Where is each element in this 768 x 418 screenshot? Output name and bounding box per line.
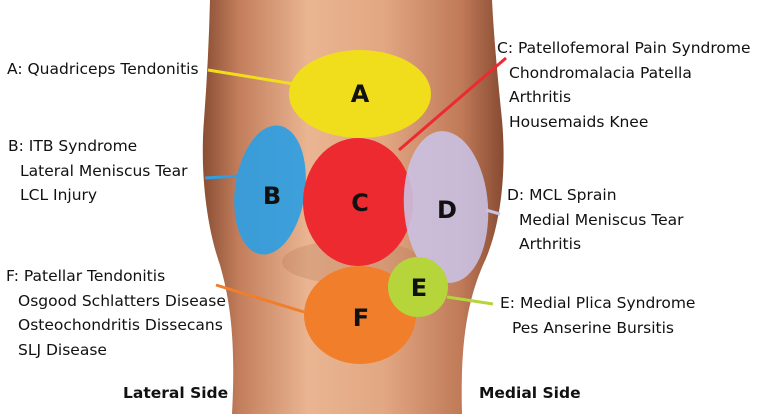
leader-lines xyxy=(204,56,507,314)
zone-b-condition: Lateral Meniscus Tear xyxy=(20,161,188,180)
leader-line-d xyxy=(485,208,501,216)
zone-f-condition: Osteochondritis Dissecans xyxy=(18,316,223,334)
leader-line-a xyxy=(207,68,295,86)
zone-c-condition: Arthritis xyxy=(509,88,572,106)
zone-b-condition: LCL Injury xyxy=(20,186,98,204)
zone-b-shape xyxy=(234,125,306,255)
zone-letters: A B C D F E xyxy=(263,80,457,332)
leader-line-b xyxy=(204,174,239,180)
zone-shapes xyxy=(234,50,489,364)
leader-line-e xyxy=(446,295,494,306)
zone-c-letter: C xyxy=(351,189,369,217)
medial-side-label: Medial Side xyxy=(479,384,581,402)
zone-c-title: C: Patellofemoral Pain Syndrome xyxy=(497,39,751,57)
zone-a-shape xyxy=(289,50,431,138)
zone-f-shape xyxy=(304,266,416,364)
zone-a-title: A: Quadriceps Tendonitis xyxy=(7,60,199,78)
zone-d-title: D: MCL Sprain xyxy=(507,186,617,204)
zone-b-letter: B xyxy=(263,182,281,210)
zone-e-letter: E xyxy=(411,274,427,302)
zone-a-labels: A: Quadriceps Tendonitis xyxy=(7,57,199,82)
zone-f-letter: F xyxy=(353,304,369,332)
zone-f-condition: Osgood Schlatters Disease xyxy=(18,291,226,310)
zone-f-condition: SLJ Disease xyxy=(18,340,107,359)
lateral-side-label: Lateral Side xyxy=(123,384,229,402)
zone-d-shape xyxy=(403,131,489,283)
zone-d-letter: D xyxy=(437,196,457,224)
zone-e-condition: Pes Anserine Bursitis xyxy=(512,318,675,337)
leader-line-c xyxy=(398,56,507,152)
zone-b-title: B: ITB Syndrome xyxy=(8,137,138,155)
leader-line-f xyxy=(215,283,305,314)
zone-d-condition: Arthritis xyxy=(519,235,582,253)
zone-e-title: E: Medial Plica Syndrome xyxy=(500,294,696,312)
zone-a-letter: A xyxy=(351,80,370,108)
zone-c-condition: Housemaids Knee xyxy=(509,112,649,131)
zone-c-shape xyxy=(303,138,413,266)
zone-d-condition: Medial Meniscus Tear xyxy=(519,210,684,229)
zone-c-condition: Chondromalacia Patella xyxy=(509,63,692,82)
zone-f-title: F: Patellar Tendonitis xyxy=(6,267,166,285)
zone-e-shape xyxy=(388,257,448,317)
